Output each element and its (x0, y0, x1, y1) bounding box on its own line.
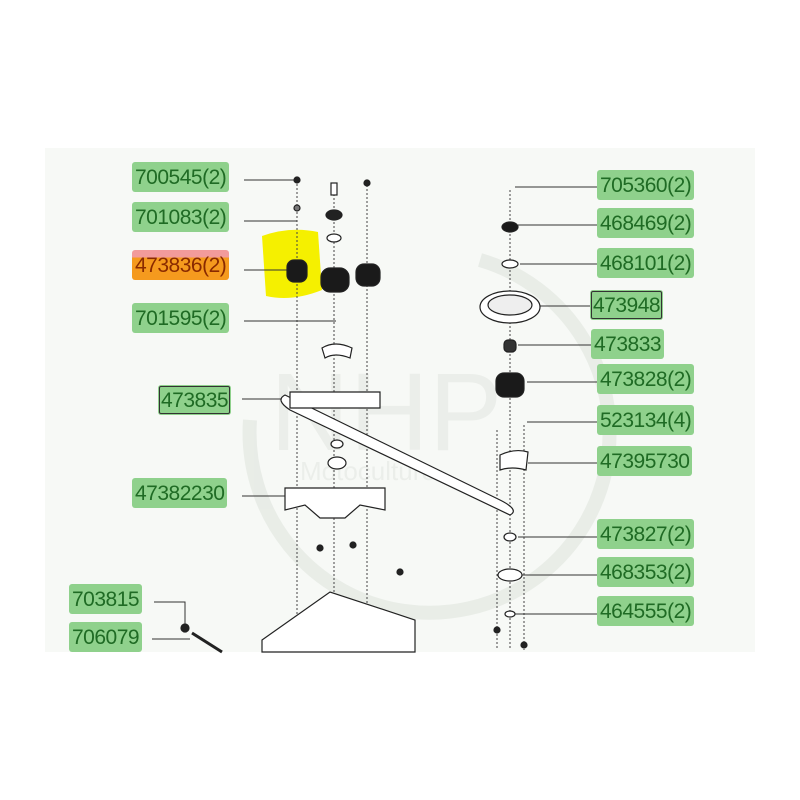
watermark-logo: NHP Motoculture (242, 253, 617, 620)
part-label-523134[interactable]: 523134(4) (597, 405, 695, 435)
part-label-703815[interactable]: 703815 (69, 584, 143, 614)
part-label-473835[interactable]: 473835 (158, 385, 232, 415)
part-label-468469[interactable]: 468469(2) (597, 208, 695, 238)
part-label-468101[interactable]: 468101(2) (597, 248, 695, 278)
leader-lines (152, 179, 597, 640)
part-label-700545[interactable]: 700545(2) (132, 162, 230, 192)
part-label-47382230[interactable]: 47382230 (132, 478, 228, 508)
part-label-706079[interactable]: 706079 (69, 622, 143, 652)
part-label-473828[interactable]: 473828(2) (597, 364, 695, 394)
parts (180, 176, 541, 654)
part-label-473948[interactable]: 473948 (590, 290, 664, 320)
part-label-47395730[interactable]: 47395730 (597, 446, 693, 476)
part-label-701595[interactable]: 701595(2) (132, 303, 230, 333)
part-label-468353[interactable]: 468353(2) (597, 557, 695, 587)
part-label-473833[interactable]: 473833 (591, 329, 665, 359)
part-label-701083[interactable]: 701083(2) (132, 202, 230, 232)
part-label-705360[interactable]: 705360(2) (597, 170, 695, 200)
part-label-464555[interactable]: 464555(2) (597, 596, 695, 626)
part-473836 (286, 259, 308, 283)
part-label-473827[interactable]: 473827(2) (597, 519, 695, 549)
part-label-473836-selected[interactable]: 473836(2) (132, 250, 230, 280)
